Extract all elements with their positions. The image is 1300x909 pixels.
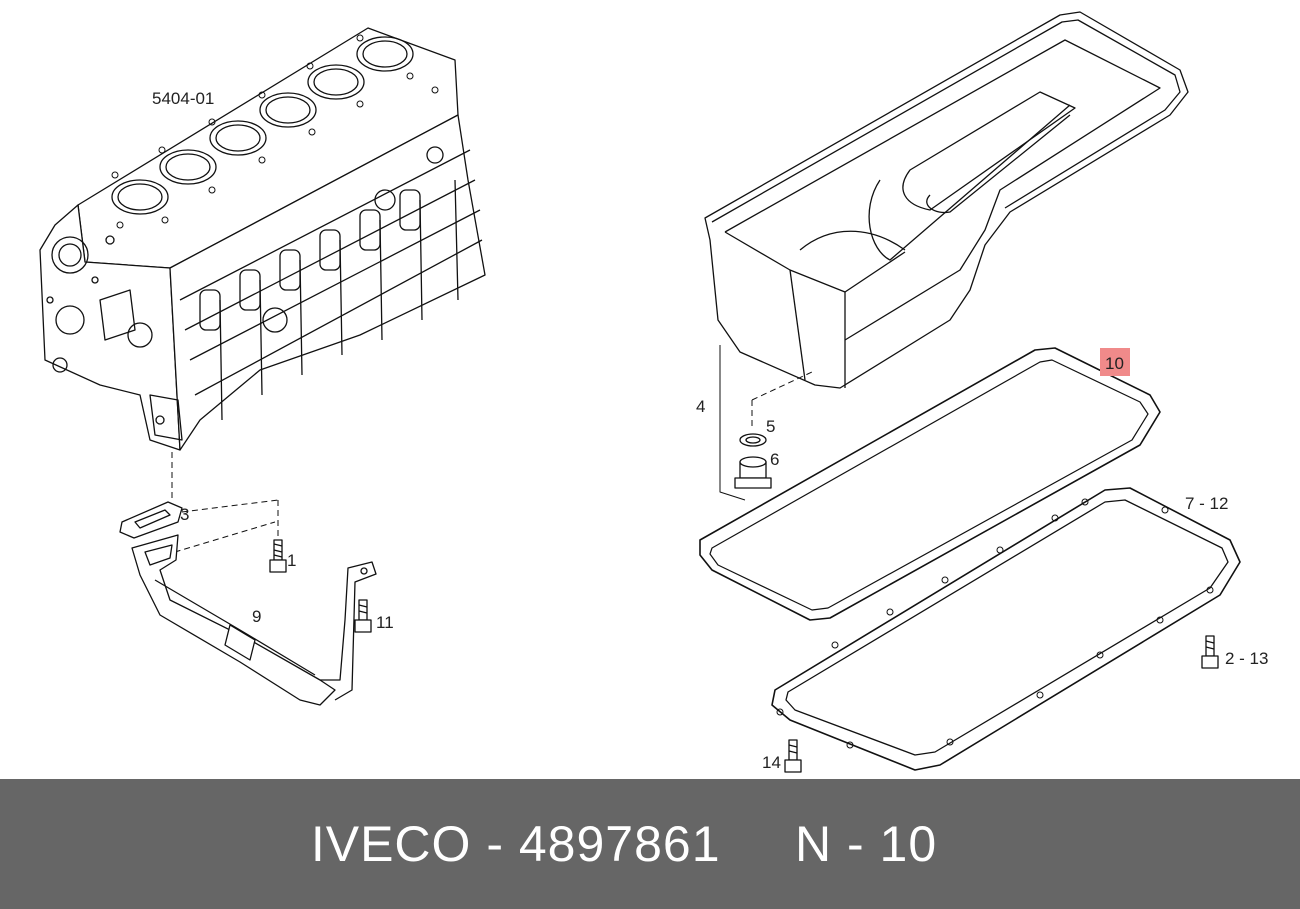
oil-pickup-pipe-9-illustration: [131, 534, 377, 706]
screw-14-illustration: [784, 739, 802, 773]
part-number-caption: IVECO - 4897861 N - 10: [310, 816, 938, 872]
screw-1-illustration: [269, 539, 287, 573]
footer-bar: IVECO - 4897861 N - 10: [0, 779, 1300, 909]
label-6: 6: [770, 450, 779, 469]
label-1: 1: [287, 551, 296, 570]
highlight-box-10: [1100, 348, 1130, 376]
label-14: 14: [762, 753, 781, 772]
label-5: 5: [766, 417, 775, 436]
gasket-3-illustration: [119, 501, 183, 539]
washer-5-illustration: [739, 433, 767, 447]
label-10: 10: [1105, 354, 1124, 373]
gasket-10-illustration: [699, 347, 1161, 621]
label-3: 3: [180, 505, 189, 524]
oil-pan-4-illustration: [704, 11, 1189, 389]
label-4: 4: [696, 397, 705, 416]
label-7-12: 7 - 12: [1185, 494, 1228, 513]
label-2-13: 2 - 13: [1225, 649, 1268, 668]
screw-11-illustration: [354, 599, 372, 633]
drain-plug-6-illustration: [734, 456, 772, 489]
engine-block-illustration: [39, 27, 486, 451]
parts-diagram: 5404-01 3 1 9 11 4 5 6 10 7 - 12 2 - 13 …: [39, 11, 1268, 773]
label-5404-01: 5404-01: [152, 89, 214, 108]
stiffener-frame-7-12-illustration: [771, 487, 1241, 771]
label-9: 9: [252, 607, 261, 626]
label-11: 11: [376, 613, 394, 632]
screw-2-13-illustration: [1201, 635, 1219, 669]
